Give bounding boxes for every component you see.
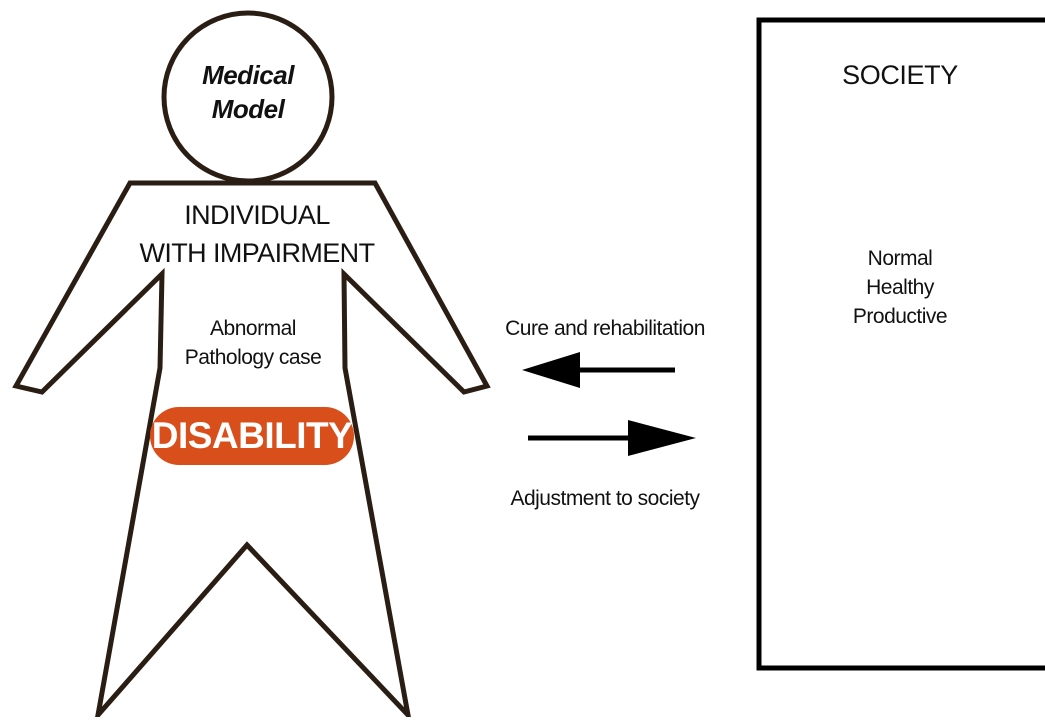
society-box-outline [756, 17, 1045, 671]
adjustment-to-society-label: Adjustment to society [510, 487, 700, 510]
arrow-right-to-society [528, 420, 696, 456]
individual-label-line2: WITH IMPAIRMENT [139, 238, 376, 268]
individual-label: INDIVIDUAL WITH IMPAIRMENT [112, 196, 402, 272]
society-traits: Normal Healthy Productive [790, 244, 1010, 331]
head-label-line2: Model [211, 94, 285, 124]
attribute-abnormal: Abnormal [210, 317, 296, 340]
head-label-line1: Medical [202, 60, 294, 90]
society-trait-normal: Normal [867, 247, 933, 270]
arrow-left-to-individual [522, 352, 675, 388]
figure-body-outline [12, 180, 491, 722]
society-trait-productive: Productive [852, 305, 948, 328]
individual-label-line1: INDIVIDUAL [184, 200, 330, 230]
individual-attributes: Abnormal Pathology case [148, 314, 358, 372]
head-label: Medical Model [168, 58, 328, 126]
society-title: SOCIETY [842, 60, 958, 90]
cure-rehabilitation-label: Cure and rehabilitation [505, 317, 705, 340]
attribute-pathology-case: Pathology case [184, 346, 322, 369]
disability-badge: DISABILITY [150, 407, 354, 465]
society-trait-healthy: Healthy [866, 276, 934, 299]
